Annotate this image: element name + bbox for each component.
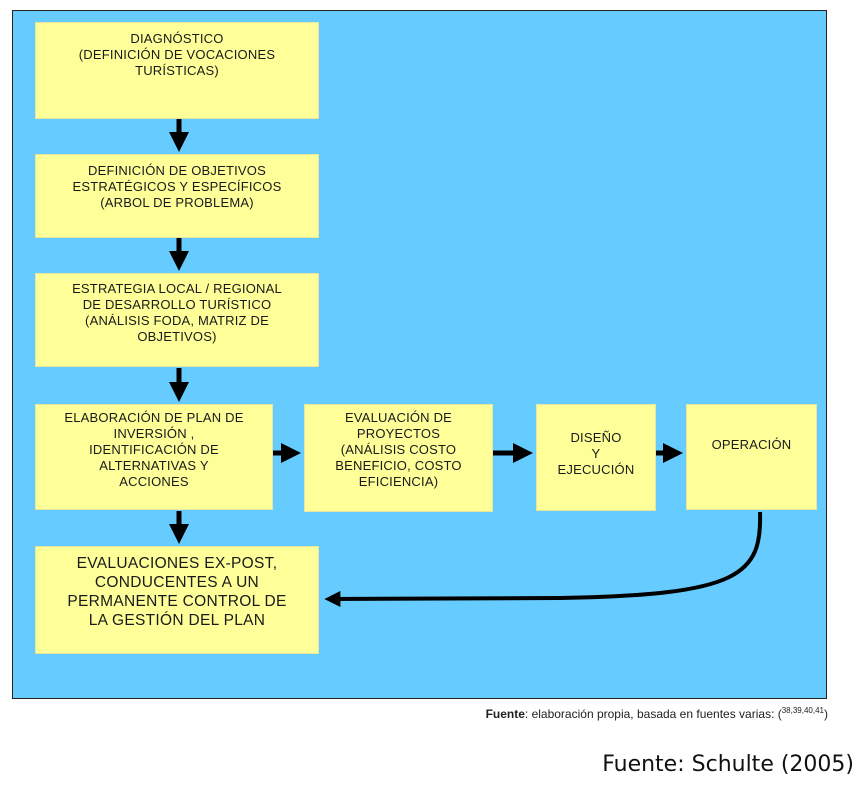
box-diseno-text: DISEÑO Y EJECUCIÓN [557, 430, 635, 477]
box-diseno: DISEÑO Y EJECUCIÓN [536, 404, 656, 511]
box-plan-inversion: ELABORACIÓN DE PLAN DE INVERSIÓN , IDENT… [35, 404, 273, 510]
box-diagnostico-text: DIAGNÓSTICO (DEFINICIÓN DE VOCACIONES TU… [78, 31, 276, 78]
box-diagnostico: DIAGNÓSTICO (DEFINICIÓN DE VOCACIONES TU… [35, 22, 319, 119]
source-note-text: : elaboración propia, basada en fuentes … [524, 707, 782, 721]
box-estrategia: ESTRATEGIA LOCAL / REGIONAL DE DESARROLL… [35, 273, 319, 367]
box-evaluaciones-ex-post: EVALUACIONES EX-POST, CONDUCENTES A UN P… [35, 546, 319, 654]
box-objetivos-text: DEFINICIÓN DE OBJETIVOS ESTRATÉGICOS Y E… [72, 163, 282, 210]
box-estrategia-text: ESTRATEGIA LOCAL / REGIONAL DE DESARROLL… [72, 281, 282, 344]
box-evaluacion-proyectos-text: EVALUACIÓN DE PROYECTOS (ANÁLISIS COSTO … [335, 410, 462, 489]
source-note: Fuente: elaboración propia, basada en fu… [486, 706, 828, 721]
box-evaluaciones-ex-post-text: EVALUACIONES EX-POST, CONDUCENTES A UN P… [67, 555, 287, 629]
source-note-label: Fuente [485, 707, 525, 721]
box-plan-inversion-text: ELABORACIÓN DE PLAN DE INVERSIÓN , IDENT… [64, 410, 244, 489]
box-operacion-text: OPERACIÓN [711, 437, 792, 452]
box-operacion: OPERACIÓN [686, 404, 817, 510]
arrow-operacion-expost [324, 511, 763, 607]
source-note-close: ) [824, 707, 828, 721]
box-evaluacion-proyectos: EVALUACIÓN DE PROYECTOS (ANÁLISIS COSTO … [304, 404, 493, 512]
figure-credit: Fuente: Schulte (2005) [602, 752, 854, 777]
source-note-refs: 38,39,40,41 [781, 706, 824, 715]
box-objetivos: DEFINICIÓN DE OBJETIVOS ESTRATÉGICOS Y E… [35, 154, 319, 238]
